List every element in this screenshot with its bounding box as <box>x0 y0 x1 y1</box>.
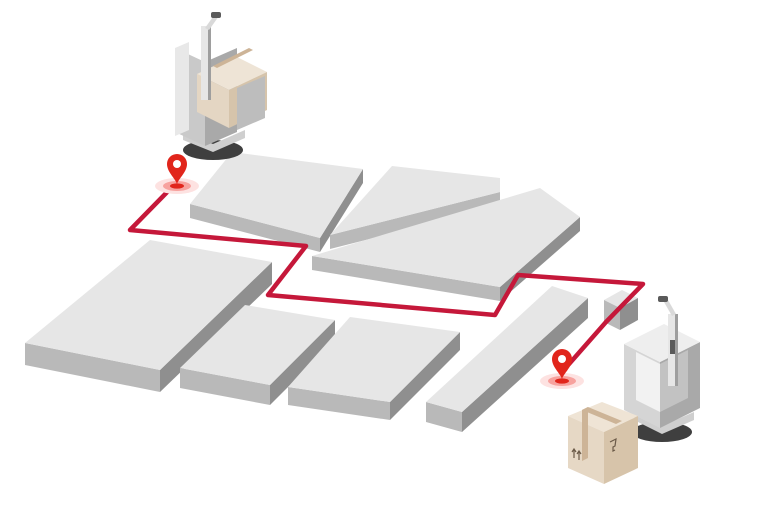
block-lower-2 <box>288 317 460 420</box>
robot-icon <box>624 296 700 442</box>
block-narrow-diagonal <box>426 286 588 432</box>
robot-icon <box>175 12 267 160</box>
end-location-pin-icon <box>540 349 584 389</box>
start-location-pin-icon <box>155 154 199 194</box>
block-large-left <box>25 240 272 392</box>
block-top-left <box>190 152 363 252</box>
fragile-glass-icon <box>609 437 617 452</box>
this-way-up-icon <box>571 447 582 460</box>
warehouse-blocks <box>25 152 638 432</box>
cardboard-box-icon <box>568 402 638 484</box>
robot-route <box>127 180 646 375</box>
block-wedge-upper <box>330 166 500 249</box>
block-lower-1 <box>180 305 335 405</box>
block-middle-long <box>312 188 580 301</box>
